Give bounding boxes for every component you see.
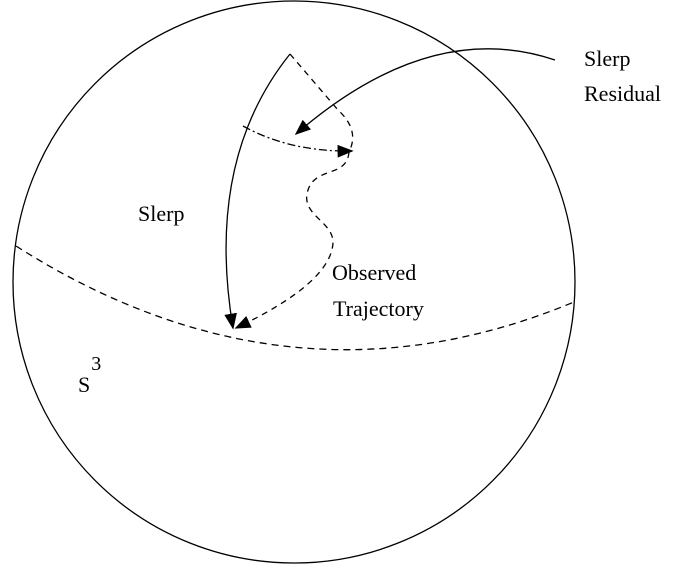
- slerp-residual-label-line1: Slerp: [584, 46, 630, 71]
- observed-trajectory-label-line1: Observed: [332, 260, 416, 285]
- observed-trajectory-upper-dashed: [289, 53, 354, 153]
- observed-trajectory-label-line2: Trajectory: [333, 296, 424, 321]
- slerp-residual-label-line2: Residual: [584, 81, 661, 106]
- sphere-outline: [12, 0, 576, 564]
- sphere-label: S3: [78, 353, 101, 397]
- slerp-residual-arc: [242, 125, 354, 158]
- sphere-label-base: S: [78, 372, 90, 397]
- sphere-label-exponent: 3: [91, 353, 101, 375]
- residual-pointer-arrow: [294, 48, 556, 136]
- slerp-label: Slerp: [138, 201, 184, 226]
- equator-dashed-arc: [15, 245, 575, 351]
- slerp-arc: [224, 53, 291, 330]
